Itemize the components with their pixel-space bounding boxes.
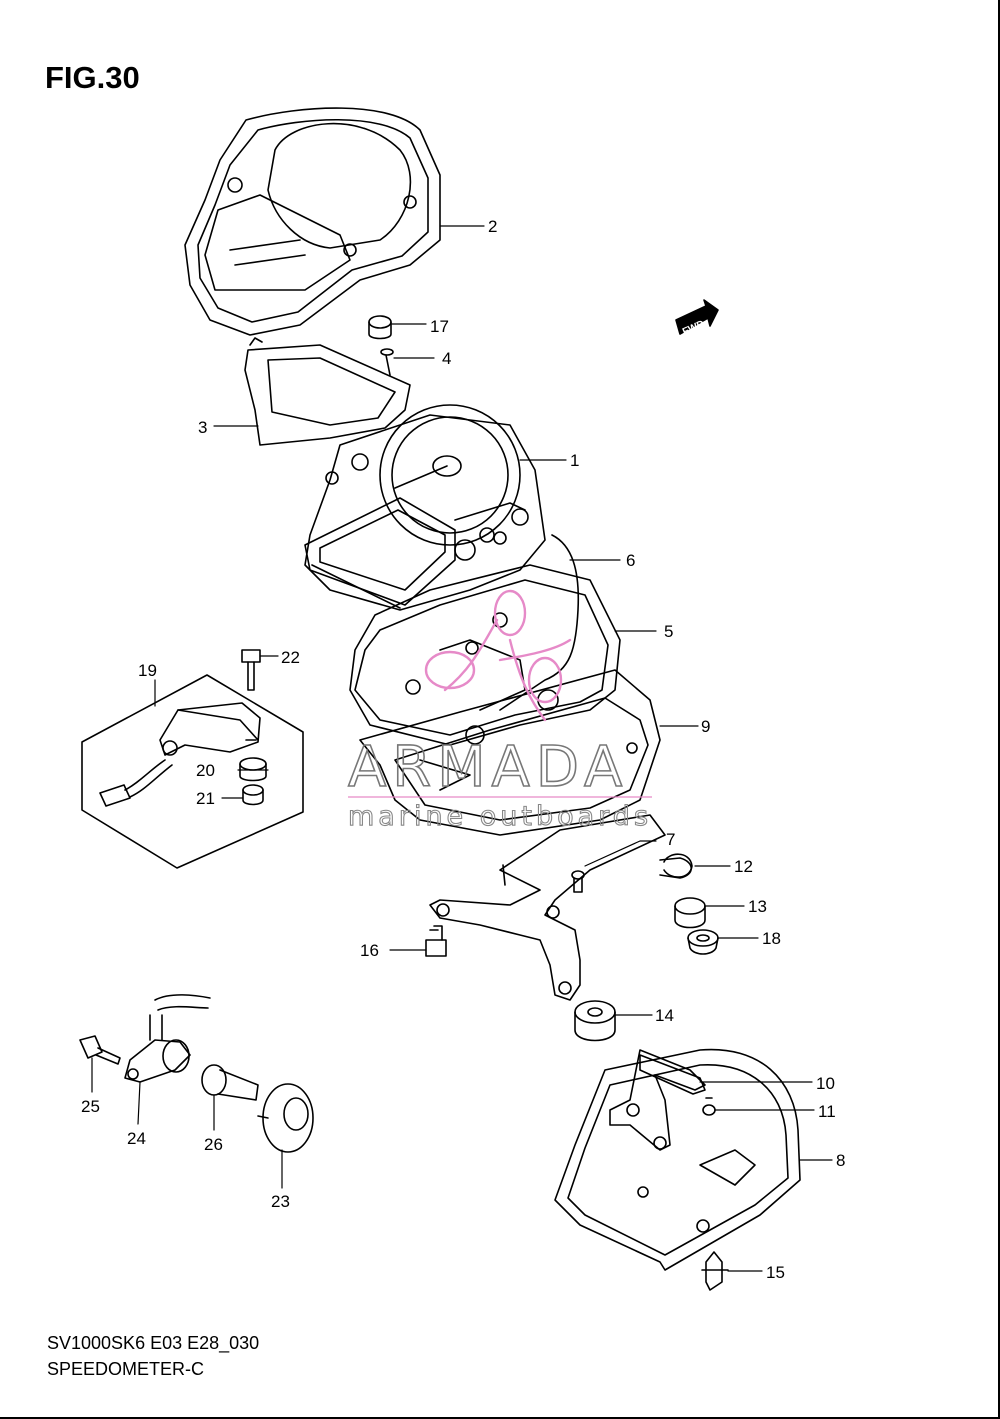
part-13-grommet xyxy=(674,897,706,929)
callout-7: 7 xyxy=(666,830,675,849)
part-16-bolt xyxy=(425,925,447,957)
callout-22: 22 xyxy=(281,648,300,667)
part-5-case xyxy=(349,564,621,746)
part-10-bracket xyxy=(639,1054,706,1095)
forward-arrow-icon xyxy=(675,299,719,335)
part-18-collar xyxy=(687,929,719,955)
part-24-speed-sensor xyxy=(124,994,211,1083)
callout-8: 8 xyxy=(836,1151,845,1170)
callout-17: 17 xyxy=(430,317,449,336)
part-7-bolt xyxy=(571,870,585,893)
callout-12: 12 xyxy=(734,857,753,876)
part-1-speedometer-assembly xyxy=(304,404,546,611)
callout-23: 23 xyxy=(271,1192,290,1211)
callout-19: 19 xyxy=(138,661,157,680)
part-20-collar xyxy=(239,757,267,782)
part-15-clip xyxy=(701,1251,729,1291)
part-23-sensor-rotor xyxy=(257,1083,314,1153)
figure-code: SV1000SK6 E03 E28_030 xyxy=(47,1333,260,1353)
part-21-bolt xyxy=(242,784,264,806)
callout-10: 10 xyxy=(816,1074,835,1093)
callout-4: 4 xyxy=(442,349,451,368)
watermark-tagline: marine outboards xyxy=(348,801,652,832)
callout-6: 6 xyxy=(626,551,635,570)
part-2-meter-cover xyxy=(184,107,441,336)
meter-bracket xyxy=(429,814,693,1001)
part-19-sensor-kit-box xyxy=(81,674,304,869)
figure-name: SPEEDOMETER-C xyxy=(47,1359,205,1379)
part-22-bolt xyxy=(241,649,261,691)
part-26-bolt xyxy=(201,1064,259,1101)
part-11-screw xyxy=(702,1097,716,1116)
callout-24: 24 xyxy=(127,1129,146,1148)
callout-14: 14 xyxy=(655,1006,674,1025)
callout-numbers: 2 17 4 3 1 6 5 9 7 12 13 18 16 14 10 11 … xyxy=(81,217,845,1282)
part-14-grommet xyxy=(574,1000,616,1042)
part-3-lens-plate xyxy=(244,337,411,446)
part-25-bolt xyxy=(79,1035,121,1065)
watermark-brand: ARMADA xyxy=(348,735,628,800)
callout-18: 18 xyxy=(762,929,781,948)
part-8-lower-cover xyxy=(554,1048,801,1271)
part-9-lower-case xyxy=(359,669,661,836)
callout-11: 11 xyxy=(818,1102,836,1121)
callout-16: 16 xyxy=(360,941,379,960)
callout-1: 1 xyxy=(570,451,579,470)
part-4-screw xyxy=(380,348,394,376)
callout-13: 13 xyxy=(748,897,767,916)
callout-2: 2 xyxy=(488,217,497,236)
callout-15: 15 xyxy=(766,1263,785,1282)
part-6-cable xyxy=(499,534,580,711)
leader-lines xyxy=(91,225,833,1272)
callout-5: 5 xyxy=(664,622,673,641)
callout-25: 25 xyxy=(81,1097,100,1116)
callout-3: 3 xyxy=(198,418,207,437)
callout-26: 26 xyxy=(204,1135,223,1154)
callout-9: 9 xyxy=(701,717,710,736)
callout-20: 20 xyxy=(196,761,215,780)
part-17-grommet xyxy=(368,315,392,340)
callout-21: 21 xyxy=(196,789,215,808)
watermark-logo xyxy=(424,589,572,722)
figure-title: FIG.30 xyxy=(45,60,140,95)
part-12-clip xyxy=(663,853,693,878)
